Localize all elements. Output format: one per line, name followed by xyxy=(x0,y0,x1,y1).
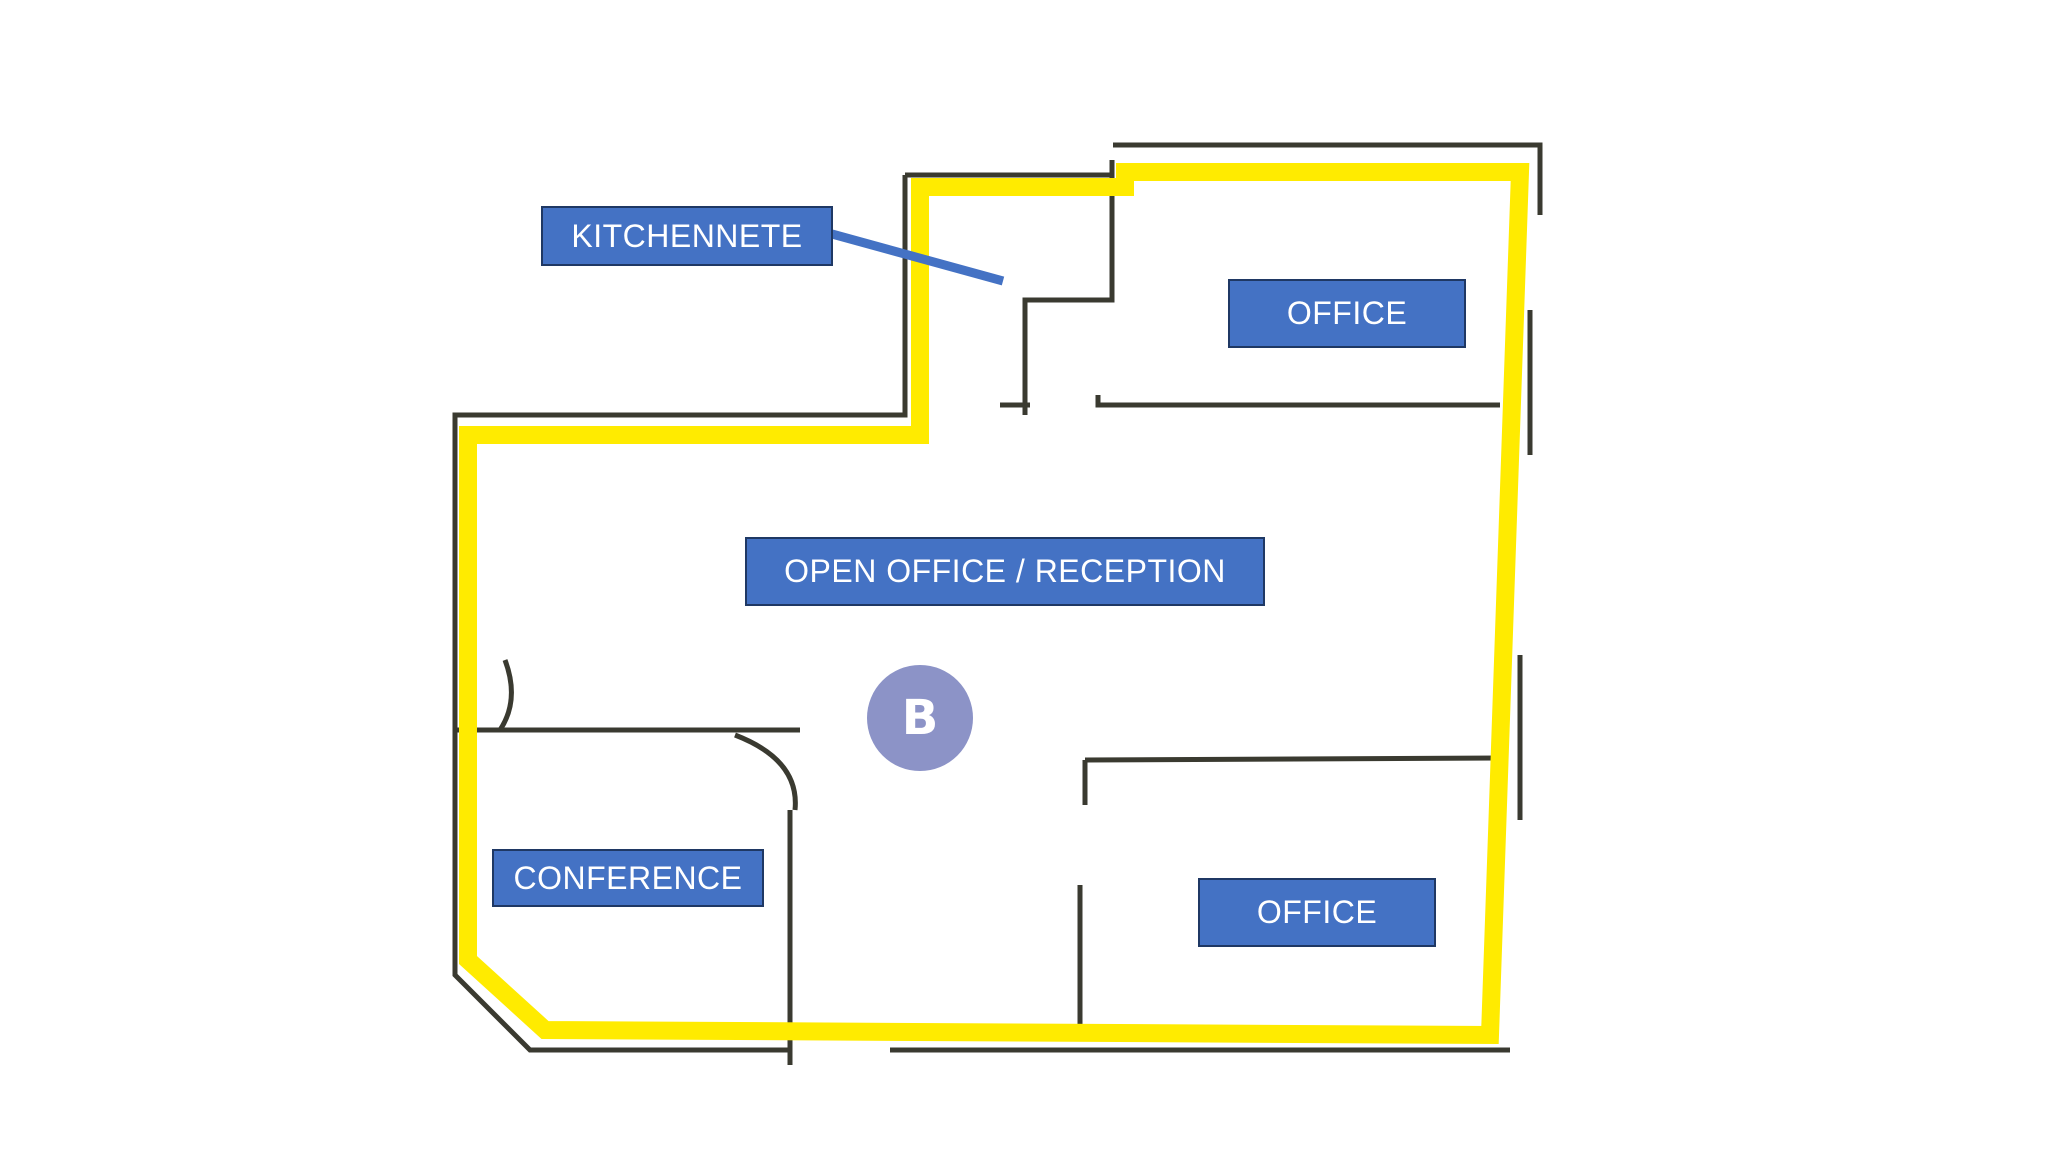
walls xyxy=(452,142,1543,1065)
location-marker-b: B xyxy=(867,665,973,771)
label-open-office-reception: OPEN OFFICE / RECEPTION xyxy=(745,537,1265,606)
label-office-bottom: OFFICE xyxy=(1198,878,1436,947)
label-conference: CONFERENCE xyxy=(492,849,764,907)
label-office-top: OFFICE xyxy=(1228,279,1466,348)
label-kitchennete: KITCHENNETE xyxy=(541,206,833,266)
suite-outline xyxy=(459,163,1530,1045)
kitchennete-callout-line xyxy=(830,229,1005,286)
